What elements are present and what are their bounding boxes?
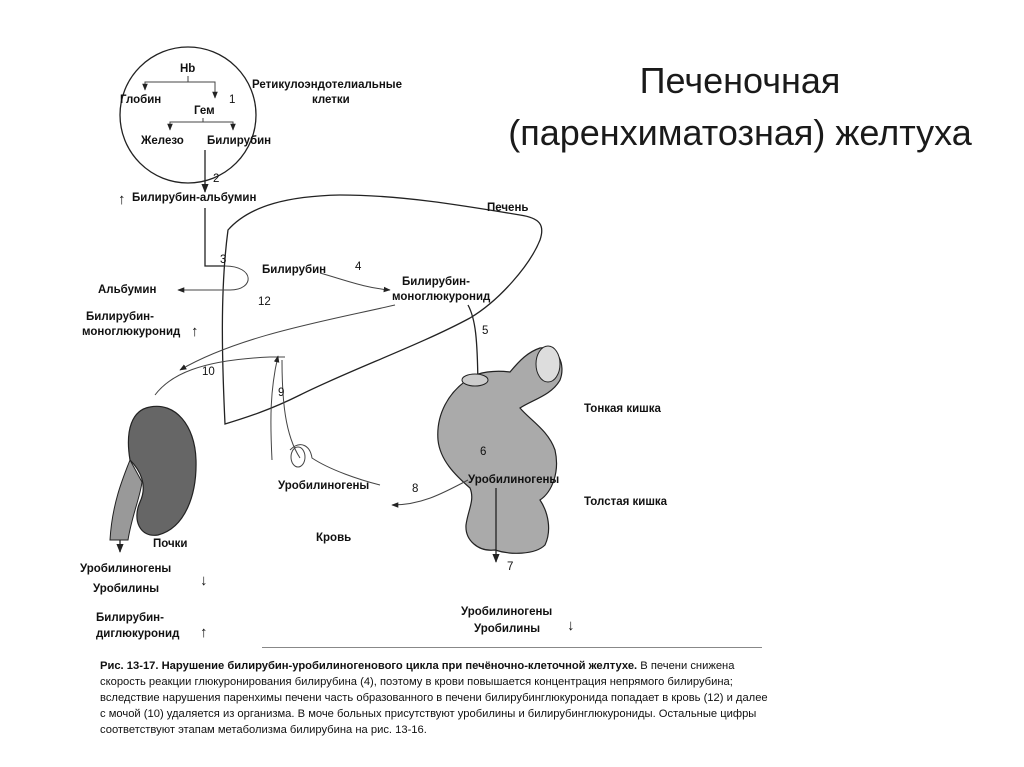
bilirubin-albumin-up-arrow: ↑ bbox=[118, 191, 126, 208]
figure-caption: Рис. 13-17. Нарушение билирубин-уробилин… bbox=[100, 658, 770, 738]
caption-bold: Рис. 13-17. Нарушение билирубин-уробилин… bbox=[100, 660, 638, 672]
step-9: 9 bbox=[278, 387, 284, 399]
caption-text: В печени снижена скорость реакции глюкур… bbox=[100, 660, 768, 736]
bilirubin-liver-label: Билирубин bbox=[262, 264, 326, 276]
feces-urobilins-label: Уробилины bbox=[474, 623, 540, 635]
step-3: 3 bbox=[220, 254, 226, 266]
liver-label: Печень bbox=[487, 202, 528, 214]
step-12: 12 bbox=[258, 296, 271, 308]
urobilinogens-blood-label: Уробилиногены bbox=[278, 480, 369, 492]
urine-urobilins-down-arrow: ↓ bbox=[200, 572, 208, 589]
hb-label: Hb bbox=[180, 63, 195, 75]
mono-liver-label-1: Билирубин- bbox=[402, 276, 470, 288]
urine-urobilins-label: Уробилины bbox=[93, 583, 159, 595]
albumin-label: Альбумин bbox=[98, 284, 156, 296]
urine-bdg-label-2: диглюкуронид bbox=[96, 628, 180, 640]
bilirubin-albumin-label: Билирубин-альбумин bbox=[132, 192, 256, 204]
slide-title-line2: (паренхиматозная) желтуха bbox=[508, 112, 972, 153]
blood-label: Кровь bbox=[316, 532, 351, 544]
mono-blood-label-1: Билирубин- bbox=[86, 311, 154, 323]
kidneys-label: Почки bbox=[153, 538, 188, 550]
step-10: 10 bbox=[202, 366, 215, 378]
step-2: 2 bbox=[213, 173, 219, 185]
reticulo-label-1: Ретикулоэндотелиальные bbox=[252, 79, 402, 91]
large-intestine-label: Толстая кишка bbox=[584, 496, 668, 508]
reticuloendothelial-cell bbox=[119, 46, 257, 184]
step-1: 1 bbox=[229, 94, 235, 106]
caption-divider bbox=[262, 647, 762, 648]
kidney-shape bbox=[127, 405, 197, 536]
slide-title-line1: Печеночная bbox=[639, 60, 841, 101]
mono-liver-label-2: моноглюкуронид bbox=[392, 291, 491, 303]
urine-bdg-label-1: Билирубин- bbox=[96, 612, 164, 624]
step-7: 7 bbox=[507, 561, 513, 573]
step-4: 4 bbox=[355, 261, 362, 273]
step-5: 5 bbox=[482, 325, 488, 337]
urine-urobilinogens-label: Уробилиногены bbox=[80, 563, 171, 575]
bilirubin-top-label: Билирубин bbox=[207, 135, 271, 147]
step-6: 6 bbox=[480, 446, 486, 458]
urine-bdg-up-arrow: ↑ bbox=[200, 624, 208, 641]
intestine-shape bbox=[437, 347, 563, 554]
globin-label: Глобин bbox=[120, 94, 161, 106]
step-8: 8 bbox=[412, 483, 418, 495]
feces-urobilins-down-arrow: ↓ bbox=[567, 617, 575, 634]
small-intestine-label: Тонкая кишка bbox=[584, 403, 661, 415]
feces-urobilinogens-label: Уробилиногены bbox=[461, 606, 552, 618]
iron-label: Железо bbox=[140, 135, 184, 147]
mono-blood-label-2: моноглюкуронид bbox=[82, 326, 181, 338]
mono-blood-up-arrow: ↑ bbox=[191, 323, 199, 340]
urobilinogens-gut-label: Уробилиногены bbox=[468, 474, 559, 486]
slide-title: Печеночная (паренхиматозная) желтуха bbox=[470, 55, 1010, 159]
liver-shape bbox=[221, 194, 543, 425]
portal-vessel bbox=[289, 444, 381, 486]
reticulo-label-2: клетки bbox=[312, 94, 350, 106]
gem-label: Гем bbox=[194, 105, 215, 117]
